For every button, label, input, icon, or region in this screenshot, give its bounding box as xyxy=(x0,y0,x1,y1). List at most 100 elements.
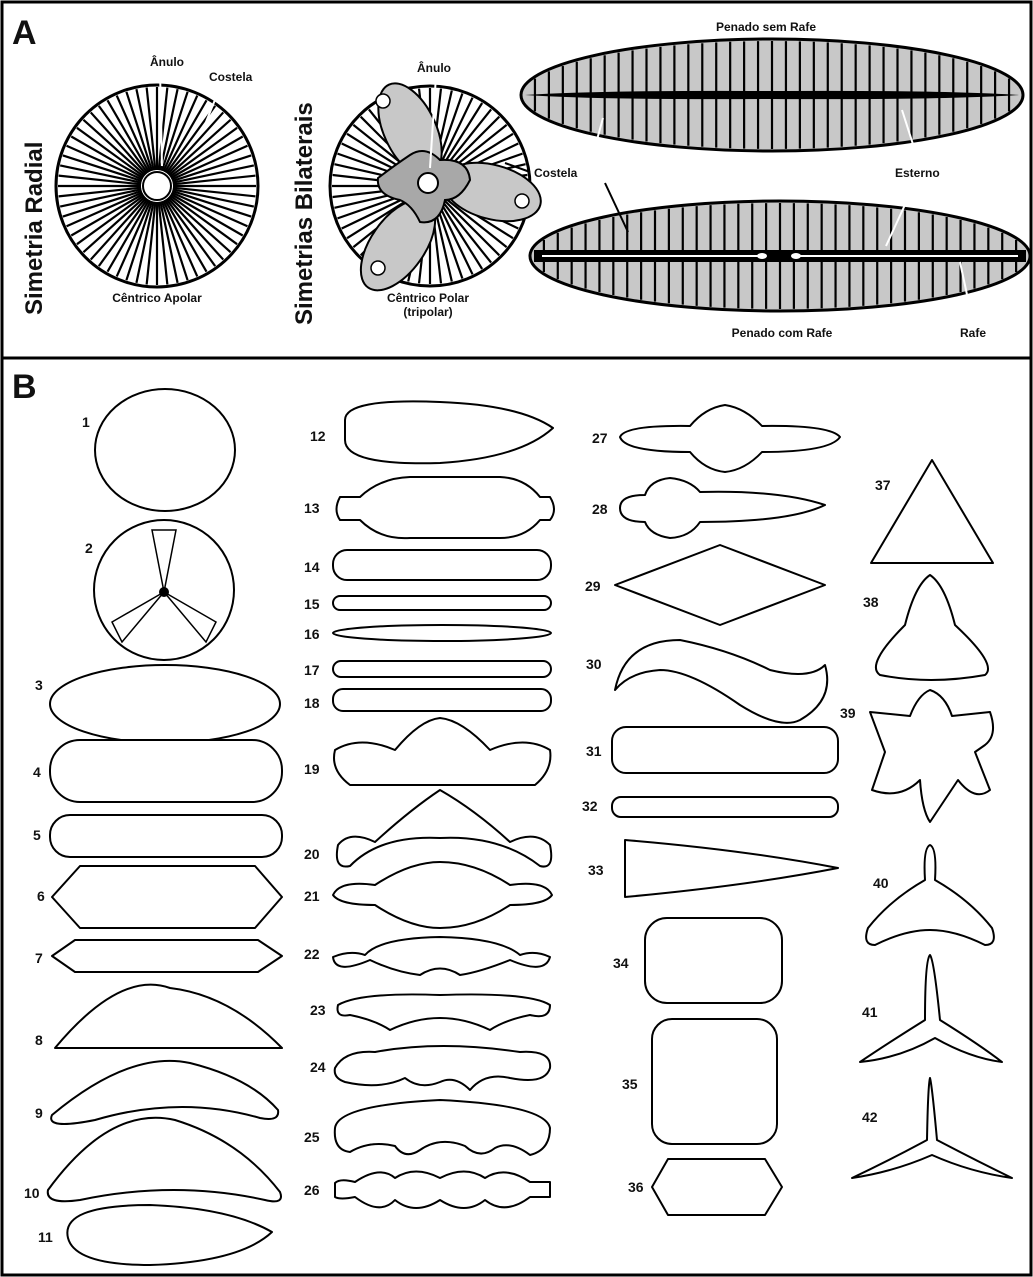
centric-apolar-valve xyxy=(56,70,258,287)
shape-37 xyxy=(871,460,993,563)
annulus-polar xyxy=(418,173,438,193)
centric-apolar-caption: Cêntrico Apolar xyxy=(112,291,202,305)
shape-number-24: 24 xyxy=(310,1059,326,1075)
shape-39 xyxy=(870,690,993,822)
shape-29 xyxy=(615,545,825,625)
costela-label-1: Costela xyxy=(209,70,253,84)
shape-27 xyxy=(620,405,840,472)
shape-4 xyxy=(50,740,282,802)
shape-number-9: 9 xyxy=(35,1105,43,1121)
shape-number-18: 18 xyxy=(304,695,320,711)
shape-number-5: 5 xyxy=(33,827,41,843)
shape-38 xyxy=(876,575,988,680)
pennate-raphe-valve xyxy=(530,201,1030,311)
shape-number-6: 6 xyxy=(37,888,45,904)
shape-13 xyxy=(337,477,555,538)
shape-8 xyxy=(55,985,282,1048)
shape-35 xyxy=(652,1019,777,1144)
shape-22 xyxy=(333,937,550,975)
shape-6 xyxy=(52,866,282,928)
pennate-no-raphe-valve xyxy=(521,39,1023,151)
shape-number-8: 8 xyxy=(35,1032,43,1048)
shape-2 xyxy=(94,520,234,660)
shape-number-29: 29 xyxy=(585,578,601,594)
shape-10 xyxy=(48,1118,281,1202)
shape-33 xyxy=(625,840,838,897)
shape-number-1: 1 xyxy=(82,414,90,430)
shape-number-32: 32 xyxy=(582,798,598,814)
shape-14 xyxy=(333,550,551,580)
shape-number-11: 11 xyxy=(38,1229,53,1245)
shape-number-42: 42 xyxy=(862,1109,878,1125)
shape-34 xyxy=(645,918,782,1003)
pennate-raphe-caption: Penado com Rafe xyxy=(732,326,833,340)
shape-number-27: 27 xyxy=(592,430,608,446)
shape-number-16: 16 xyxy=(304,626,320,642)
panel-b: B xyxy=(12,368,1012,1265)
shape-number-36: 36 xyxy=(628,1179,644,1195)
shape-number-10: 10 xyxy=(24,1185,40,1201)
shape-5 xyxy=(50,815,282,857)
centric-polar-valve xyxy=(330,74,547,303)
shape-number-17: 17 xyxy=(304,662,320,678)
shape-number-28: 28 xyxy=(592,501,608,517)
shape-number-31: 31 xyxy=(586,743,602,759)
shape-number-2: 2 xyxy=(85,540,93,556)
costela-label-2: Costela xyxy=(534,166,578,180)
shape-20 xyxy=(337,790,551,867)
shape-number-12: 12 xyxy=(310,428,326,444)
shape-1 xyxy=(95,389,235,511)
centric-polar-caption: Cêntrico Polar xyxy=(387,291,469,305)
shape-9 xyxy=(51,1061,278,1124)
shape-number-34: 34 xyxy=(613,955,629,971)
shape-11 xyxy=(67,1205,272,1265)
shape-number-20: 20 xyxy=(304,846,320,862)
shape-31 xyxy=(612,727,838,773)
shape-number-39: 39 xyxy=(840,705,856,721)
shape-number-38: 38 xyxy=(863,594,879,610)
bilateral-symmetry-label: Simetrias Bilaterais xyxy=(291,102,318,325)
shape-number-33: 33 xyxy=(588,862,604,878)
shape-number-30: 30 xyxy=(586,656,602,672)
shape-number-21: 21 xyxy=(304,888,320,904)
shape-21 xyxy=(333,862,552,928)
panel-b-letter: B xyxy=(12,368,37,406)
shape-number-19: 19 xyxy=(304,761,320,777)
shape-30 xyxy=(615,640,827,723)
shape-number-14: 14 xyxy=(304,559,320,575)
shape-number-13: 13 xyxy=(304,500,320,516)
shape-number-22: 22 xyxy=(304,946,320,962)
shape-42 xyxy=(852,1078,1012,1178)
radial-symmetry-label: Simetria Radial xyxy=(21,142,48,315)
shape-18 xyxy=(333,689,551,711)
shape-25 xyxy=(335,1100,550,1155)
centric-polar-caption-2: (tripolar) xyxy=(403,305,452,319)
shape-3 xyxy=(50,665,280,743)
shape-24 xyxy=(335,1046,550,1090)
shape-32 xyxy=(612,797,838,817)
esterno-label: Esterno xyxy=(895,166,940,180)
shape-number-40: 40 xyxy=(873,875,889,891)
shape-number-35: 35 xyxy=(622,1076,638,1092)
shape-41 xyxy=(860,955,1002,1062)
panel-a-letter: A xyxy=(12,14,37,52)
shape-number-37: 37 xyxy=(875,477,891,493)
annulus xyxy=(143,172,171,200)
shape-40 xyxy=(866,845,994,945)
shape-12 xyxy=(345,401,553,463)
panel-a: A Simetria Radial Simetrias Bilaterais Â… xyxy=(12,14,1030,340)
shape-number-26: 26 xyxy=(304,1182,320,1198)
shape-number-41: 41 xyxy=(862,1004,878,1020)
shape-15 xyxy=(333,596,551,610)
shape-number-3: 3 xyxy=(35,677,43,693)
shape-19 xyxy=(334,718,550,785)
shape-17 xyxy=(333,661,551,677)
shape-36 xyxy=(652,1159,782,1215)
shape-26 xyxy=(335,1172,550,1209)
shape-number-15: 15 xyxy=(304,596,320,612)
shape-28 xyxy=(620,478,825,538)
shape-7 xyxy=(52,940,282,972)
shape-number-23: 23 xyxy=(310,1002,326,1018)
shape-23 xyxy=(338,994,551,1030)
